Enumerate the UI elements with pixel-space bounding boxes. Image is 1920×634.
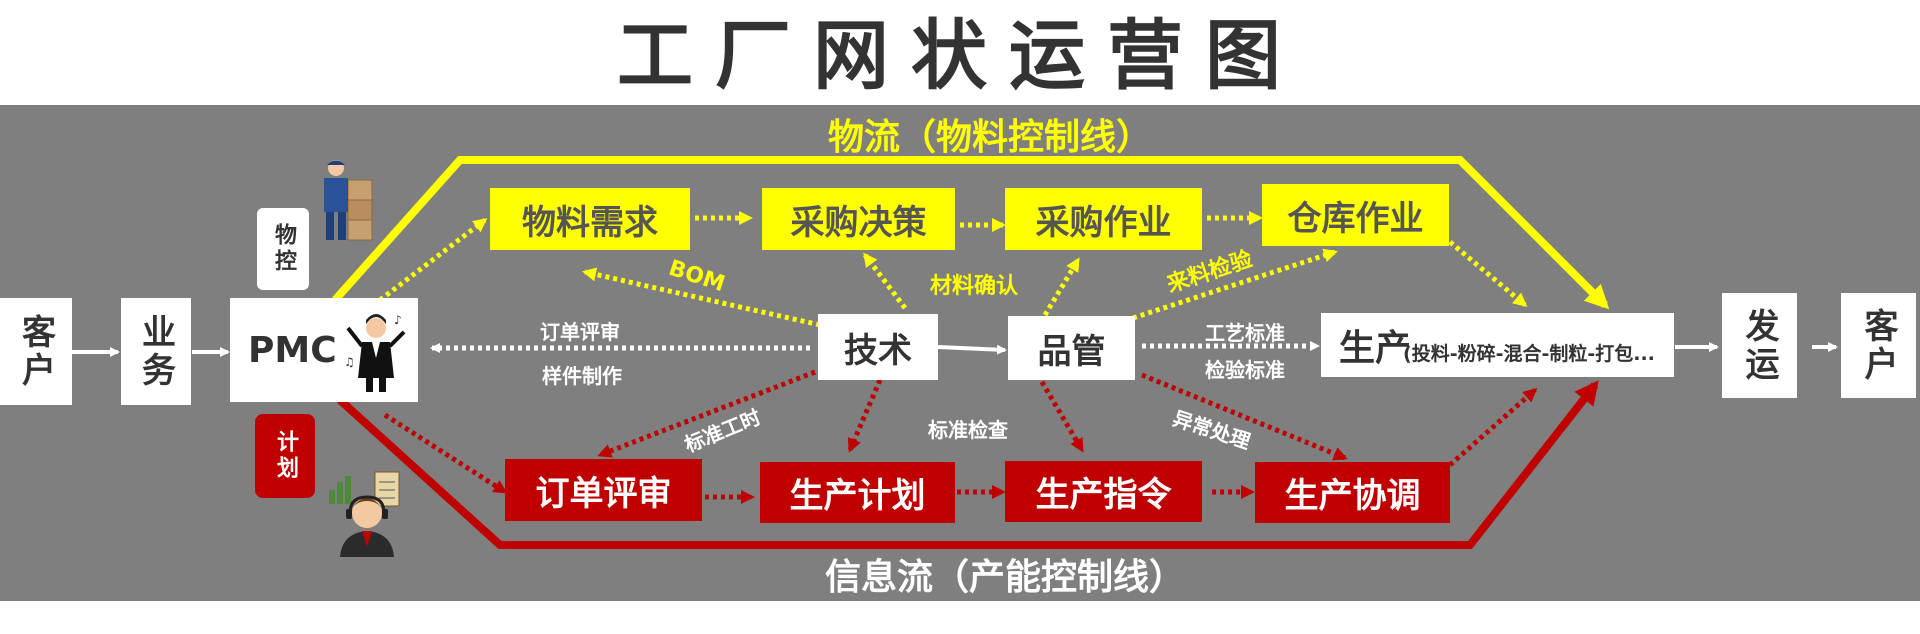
delivery-worker-icon [318, 156, 376, 244]
shipping-box: 发运 [1722, 293, 1797, 398]
information-flow-label: 信息流（产能控制线） [825, 557, 1186, 598]
standard-check-label: 标准检查 [928, 418, 1008, 442]
production-coordination-box: 生产协调 [1255, 462, 1450, 523]
order-review-label: 订单评审 [540, 320, 620, 344]
logistics-line [332, 156, 1610, 310]
purchase-decision-box: 采购决策 [762, 188, 955, 250]
material-demand-box: 物料需求 [490, 188, 690, 250]
business-box: 业务 [121, 298, 191, 405]
process-standard-label: 工艺标准 [1205, 321, 1285, 345]
production-plan-box: 生产计划 [760, 462, 955, 523]
production-detail: (投料-粉碎-混合-制粒-打包... [1403, 342, 1655, 365]
order-review-box: 订单评审 [505, 459, 702, 521]
production-box: 生产 (投料-粉碎-混合-制粒-打包... [1321, 313, 1674, 377]
sample-making-label: 样件制作 [542, 364, 622, 388]
planning-tag: 计划 [255, 414, 315, 498]
information-line [337, 380, 1599, 549]
qc-box: 品管 [1008, 316, 1135, 380]
production-order-box: 生产指令 [1005, 461, 1202, 522]
tech-box: 技术 [818, 314, 938, 380]
svg-text:♪: ♪ [394, 313, 402, 327]
material-control-tag: 物控 [257, 208, 309, 290]
pmc-label: PMC [248, 329, 337, 371]
inspection-standard-label: 检验标准 [1205, 358, 1285, 382]
warehouse-operation-box: 仓库作业 [1262, 184, 1449, 246]
pmc-box: PMC ♪ ♫ [230, 298, 418, 402]
logistics-flow-label: 物流（物料控制线） [828, 117, 1153, 158]
material-confirm-label: 材料确认 [930, 274, 1019, 299]
page-title: 工厂网状运营图 [617, 11, 1303, 100]
planner-avatar-icon [334, 487, 400, 557]
production-label: 生产 [1339, 328, 1412, 369]
conductor-icon: ♪ ♫ [342, 306, 412, 396]
customer-left-box: 客户 [0, 298, 72, 405]
purchase-operation-box: 采购作业 [1005, 188, 1202, 250]
customer-right-box: 客户 [1841, 293, 1916, 398]
svg-text:♫: ♫ [344, 355, 355, 369]
